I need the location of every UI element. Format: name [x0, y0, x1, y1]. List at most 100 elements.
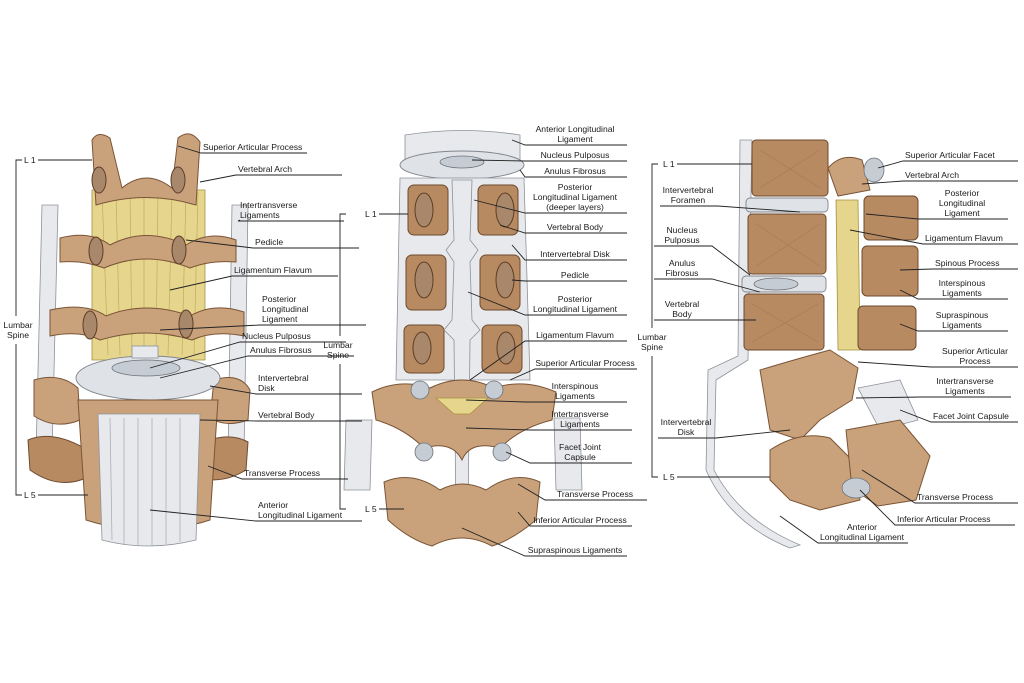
spinous-process: [863, 195, 919, 241]
leader-line: [517, 483, 647, 501]
spine-label: Spine: [641, 342, 663, 352]
level-label-bottom: L 5: [663, 472, 675, 482]
label-panel2: Nucleus Pulposus: [541, 150, 610, 160]
label-panel1: Longitudinal Ligament: [258, 510, 343, 520]
leader-line: [861, 180, 1018, 185]
pedicle-cut: [82, 310, 98, 340]
leader-line: [199, 419, 362, 422]
anterior-longitudinal-ligament: [705, 139, 802, 549]
transverse-process-left: [27, 435, 87, 483]
spine-bracket: [651, 163, 658, 328]
leader-line: [855, 396, 1011, 399]
label-panel1: Nucleus Pulposus: [242, 331, 311, 341]
label-panel2: Ligament: [557, 134, 593, 144]
level-label-bottom: L 5: [24, 490, 36, 500]
label-panel1: Anterior: [258, 500, 288, 510]
label-panel2: Superior Articular Process: [535, 358, 634, 368]
pedicle-cut: [91, 166, 107, 194]
facet-joint: [484, 380, 504, 400]
pedicle-cut: [414, 192, 434, 228]
label-panel2: Anulus Fibrosus: [544, 166, 606, 176]
intertransverse-ligament-right: [553, 417, 583, 491]
leader-line: [517, 511, 632, 527]
ligamentum-flavum: [835, 199, 861, 351]
label-panel2: Inferior Articular Process: [533, 515, 627, 525]
vertebral-arch-l1: [91, 133, 201, 206]
label-panel3-right: Anterior: [847, 522, 877, 532]
vertebral-arch-l3: [49, 306, 245, 341]
label-panel3-left: Foramen: [671, 195, 706, 205]
ligamentum-flavum: [434, 397, 490, 415]
spine-label: Lumbar: [3, 320, 32, 330]
lower-vertebra: [759, 349, 859, 441]
vertebral-bodies: [741, 139, 829, 351]
pedicle-cut: [178, 309, 194, 339]
posterior-longitudinal-ligament: [131, 345, 159, 359]
label-panel3-right: Vertebral Arch: [905, 170, 959, 180]
leader-line: [209, 385, 362, 395]
label-panel3-right: Posterior: [945, 188, 980, 198]
label-panel3-left: Intervertebral: [663, 185, 714, 195]
label-panel1: Vertebral Body: [258, 410, 315, 420]
label-panel3-right: Transverse Process: [917, 492, 993, 502]
inferior-articular-process: [841, 477, 871, 499]
leader-line: [505, 451, 632, 464]
leader-line: [899, 323, 1008, 332]
leader-line: [169, 275, 338, 291]
label-panel2: Anterior Longitudinal: [536, 124, 615, 134]
leader-line: [149, 509, 362, 522]
intervertebral-disk: [745, 197, 829, 213]
label-panel3-right: Ligaments: [942, 288, 982, 298]
level-label-bottom: L 5: [365, 504, 377, 514]
label-panel3-right: Inferior Articular Process: [897, 514, 991, 524]
nucleus-pulposus: [439, 155, 485, 169]
label-panel1: Intertransverse: [240, 200, 298, 210]
leader-line: [159, 355, 354, 379]
leader-line: [859, 489, 1015, 526]
leader-line: [899, 289, 1008, 300]
ligament-fibers: [109, 417, 181, 546]
label-panel2: Longitudinal Ligament: [533, 304, 618, 314]
label-panel2: Posterior: [558, 294, 593, 304]
panel-lateral-view: [705, 139, 931, 549]
vertebral-body-l3: [743, 293, 825, 351]
label-panel3-right: Ligaments: [942, 320, 982, 330]
leader-line: [899, 268, 1018, 271]
panel-coronal-view: [343, 130, 583, 547]
leader-line: [185, 239, 359, 249]
label-panel1: Ligaments: [240, 210, 280, 220]
label-panel3-right: Longitudinal Ligament: [820, 532, 905, 542]
spine-bracket: [15, 159, 22, 316]
vertebral-arch-lower: [371, 379, 557, 462]
label-panel2: Capsule: [564, 452, 596, 462]
leader-line: [177, 145, 307, 154]
pedicle-cut: [88, 236, 104, 266]
spinous-process: [861, 245, 919, 297]
leader-line: [779, 515, 908, 544]
level-label-top: L 1: [663, 159, 675, 169]
trabecular-texture: [751, 149, 821, 343]
leader-line: [519, 169, 627, 178]
spine-label: Lumbar: [323, 340, 352, 350]
label-panel2: Vertebral Body: [547, 222, 604, 232]
label-panel2: Ligaments: [555, 391, 595, 401]
label-panel3-left: Fibrosus: [666, 268, 699, 278]
leader-line: [237, 219, 344, 222]
vertebral-arch: [827, 156, 871, 197]
leader-line: [473, 199, 627, 214]
label-panel3-left: Disk: [678, 427, 695, 437]
label-panel3-right: Interspinous: [939, 278, 986, 288]
label-panel3-left: Body: [672, 309, 692, 319]
label-panel3-left: Intervertebral: [661, 417, 712, 427]
leader-line: [199, 174, 342, 183]
label-panel1: Posterior: [262, 294, 297, 304]
label-panel1: Disk: [258, 383, 275, 393]
label-panel2: Ligamentum Flavum: [536, 330, 614, 340]
label-panel3-right: Process: [959, 356, 990, 366]
label-panel3-right: Facet Joint Capsule: [933, 411, 1009, 421]
vertebral-arch-l2: [59, 234, 237, 269]
label-panel2: Pedicle: [561, 270, 589, 280]
label-panel2: Intervertebral Disk: [540, 249, 610, 259]
